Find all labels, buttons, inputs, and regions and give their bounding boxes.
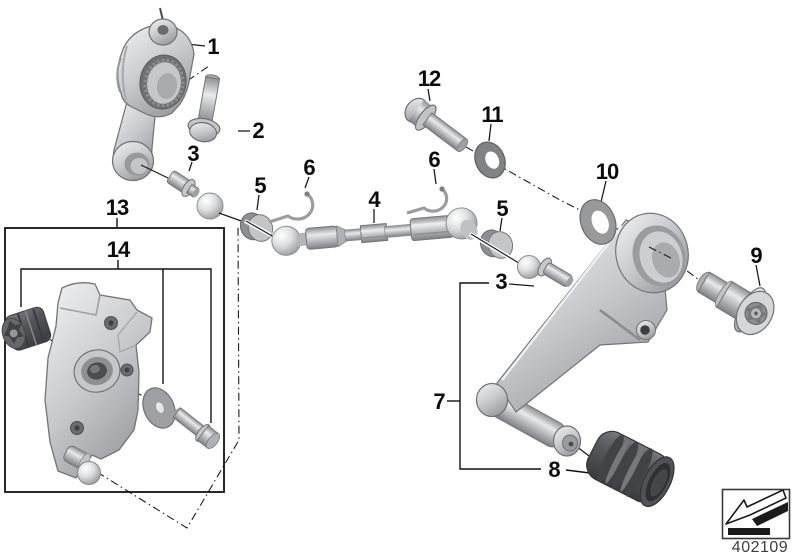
callout-2[interactable]: 2 bbox=[252, 118, 264, 143]
part-bolt-14 bbox=[172, 407, 221, 449]
housing-screws bbox=[70, 316, 134, 435]
part-bolt-12 bbox=[404, 97, 469, 153]
part-rubber-peg-8 bbox=[586, 430, 675, 508]
part-selector-housing-14 bbox=[44, 282, 153, 485]
part-bolt-2 bbox=[187, 74, 221, 143]
part-ball-pin-3-lower bbox=[517, 255, 574, 287]
callout-1[interactable]: 1 bbox=[207, 34, 219, 59]
stamp-box bbox=[721, 488, 791, 540]
callout-8[interactable]: 8 bbox=[548, 457, 560, 482]
callout-7[interactable]: 7 bbox=[433, 389, 445, 414]
eye-bore-axis bbox=[648, 246, 674, 260]
part-washer-5-left bbox=[218, 212, 275, 242]
part-washer-10 bbox=[579, 199, 617, 245]
group-bracket-7 bbox=[447, 282, 591, 474]
callout-9[interactable]: 9 bbox=[750, 243, 762, 268]
part-washer-11 bbox=[474, 141, 506, 179]
part-shift-lever-upper bbox=[111, 7, 195, 182]
diagram-number: 402109 bbox=[731, 539, 789, 556]
callout-10[interactable]: 10 bbox=[595, 159, 620, 184]
callout-6-right[interactable]: 6 bbox=[428, 147, 440, 172]
part-circlip-6-right bbox=[406, 186, 449, 215]
callout-3-upper[interactable]: 3 bbox=[187, 141, 199, 166]
part-ball-pin-3-upper bbox=[140, 164, 224, 220]
callout-12[interactable]: 12 bbox=[417, 66, 442, 91]
callout-3-lower[interactable]: 3 bbox=[495, 269, 507, 294]
torx-recess bbox=[744, 301, 768, 325]
callout-11[interactable]: 11 bbox=[481, 102, 503, 127]
part-shift-pedal-lever-7 bbox=[475, 212, 689, 457]
part-spline-adapter bbox=[1, 306, 52, 351]
part-circlip-6-left bbox=[268, 191, 315, 224]
callout-6-left[interactable]: 6 bbox=[303, 155, 315, 180]
leader-lines bbox=[186, 43, 761, 460]
arrow-lower-left-icon bbox=[725, 489, 788, 535]
callout-5-right[interactable]: 5 bbox=[496, 196, 508, 221]
part-washer-5-right bbox=[468, 229, 528, 269]
callout-5-left[interactable]: 5 bbox=[254, 173, 266, 198]
group-bracket-14 bbox=[20, 260, 212, 423]
gear-selector-axis-line bbox=[96, 224, 240, 529]
callout-14[interactable]: 14 bbox=[106, 237, 131, 262]
part-shift-rod-4 bbox=[271, 207, 478, 256]
part-bushing-9 bbox=[696, 271, 775, 336]
group-box-13 bbox=[4, 218, 225, 493]
ball-stud bbox=[77, 461, 101, 485]
callout-4[interactable]: 4 bbox=[368, 187, 380, 212]
spline-teeth bbox=[143, 58, 185, 108]
part-washer-14 bbox=[142, 387, 176, 429]
callout-13[interactable]: 13 bbox=[105, 195, 130, 220]
pedal-boss bbox=[475, 382, 509, 418]
